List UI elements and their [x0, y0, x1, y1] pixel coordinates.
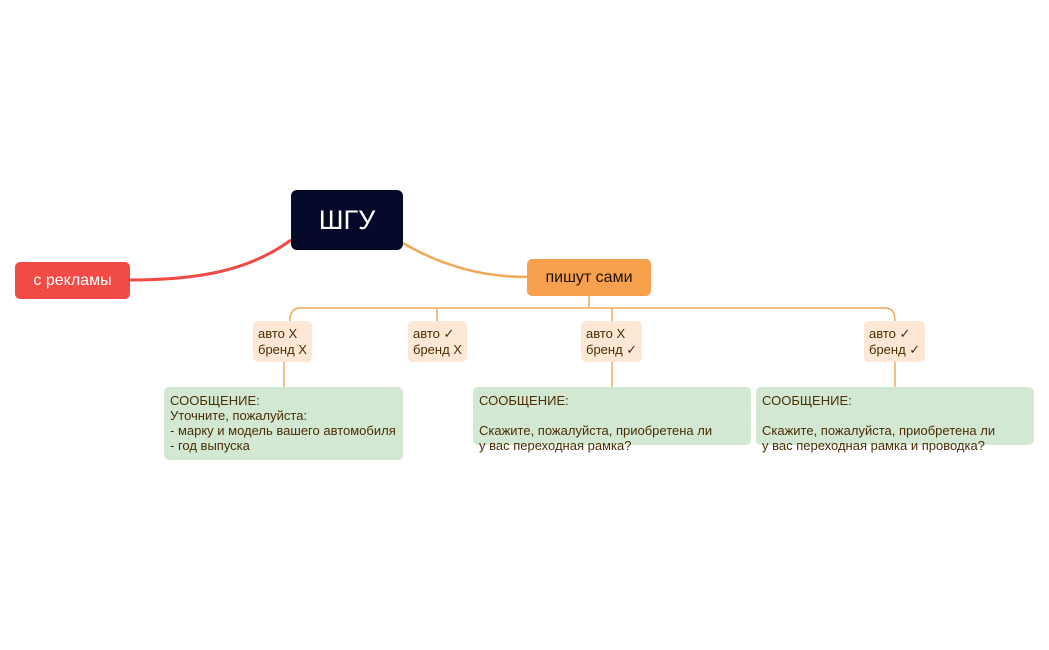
connector-horizontal-bus: [289, 307, 896, 322]
condition-node-2[interactable]: авто ✓ бренд Х: [408, 321, 467, 362]
condition-4-line-2: бренд ✓: [869, 342, 921, 357]
message-1-line-4: - год выпуска: [170, 438, 250, 453]
message-2-line-4: у вас переходная рамка?: [479, 438, 632, 453]
condition-node-1[interactable]: авто Х бренд Х: [253, 321, 312, 362]
message-2-line-3: Скажите, пожалуйста, приобретена ли: [479, 423, 713, 438]
message-1-line-3: - марку и модель вашего автомобиля: [170, 423, 396, 438]
root-node[interactable]: ШГУ: [291, 190, 403, 250]
branch-node-ads-label: с рекламы: [33, 271, 112, 289]
condition-3-line-2: бренд ✓: [586, 342, 638, 357]
branch-node-self[interactable]: пишут сами: [527, 259, 651, 296]
condition-4-line-1: авто ✓: [869, 326, 911, 341]
message-node-3[interactable]: СООБЩЕНИЕ: Скажите, пожалуйста, приобрет…: [756, 387, 1034, 453]
message-3-line-1: СООБЩЕНИЕ:: [762, 393, 852, 408]
connector-root-to-ads: [129, 238, 292, 282]
root-node-label: ШГУ: [318, 204, 376, 235]
condition-2-line-2: бренд Х: [413, 342, 462, 357]
condition-3-line-1: авто Х: [586, 326, 626, 341]
message-1-line-1: СООБЩЕНИЕ:: [170, 393, 260, 408]
condition-1-line-1: авто Х: [258, 326, 298, 341]
message-node-1[interactable]: СООБЩЕНИЕ: Уточните, пожалуйста: - марку…: [164, 387, 403, 460]
condition-2-line-1: авто ✓: [413, 326, 455, 341]
message-2-line-2: [479, 408, 745, 423]
condition-1-line-2: бренд Х: [258, 342, 307, 357]
branch-node-self-label: пишут сами: [545, 268, 633, 286]
condition-node-3[interactable]: авто Х бренд ✓: [581, 321, 643, 362]
message-2-line-1: СООБЩЕНИЕ:: [479, 393, 569, 408]
condition-node-4[interactable]: авто ✓ бренд ✓: [864, 321, 926, 362]
message-node-2[interactable]: СООБЩЕНИЕ: Скажите, пожалуйста, приобрет…: [473, 387, 751, 453]
message-3-line-4: у вас переходная рамка и проводка?: [762, 438, 985, 453]
message-1-line-2: Уточните, пожалуйста:: [170, 408, 308, 423]
connector-root-to-self: [402, 241, 528, 279]
message-3-line-3: Скажите, пожалуйста, приобретена ли: [762, 423, 996, 438]
branch-node-ads[interactable]: с рекламы: [15, 262, 130, 299]
message-3-line-2: [762, 408, 1028, 423]
